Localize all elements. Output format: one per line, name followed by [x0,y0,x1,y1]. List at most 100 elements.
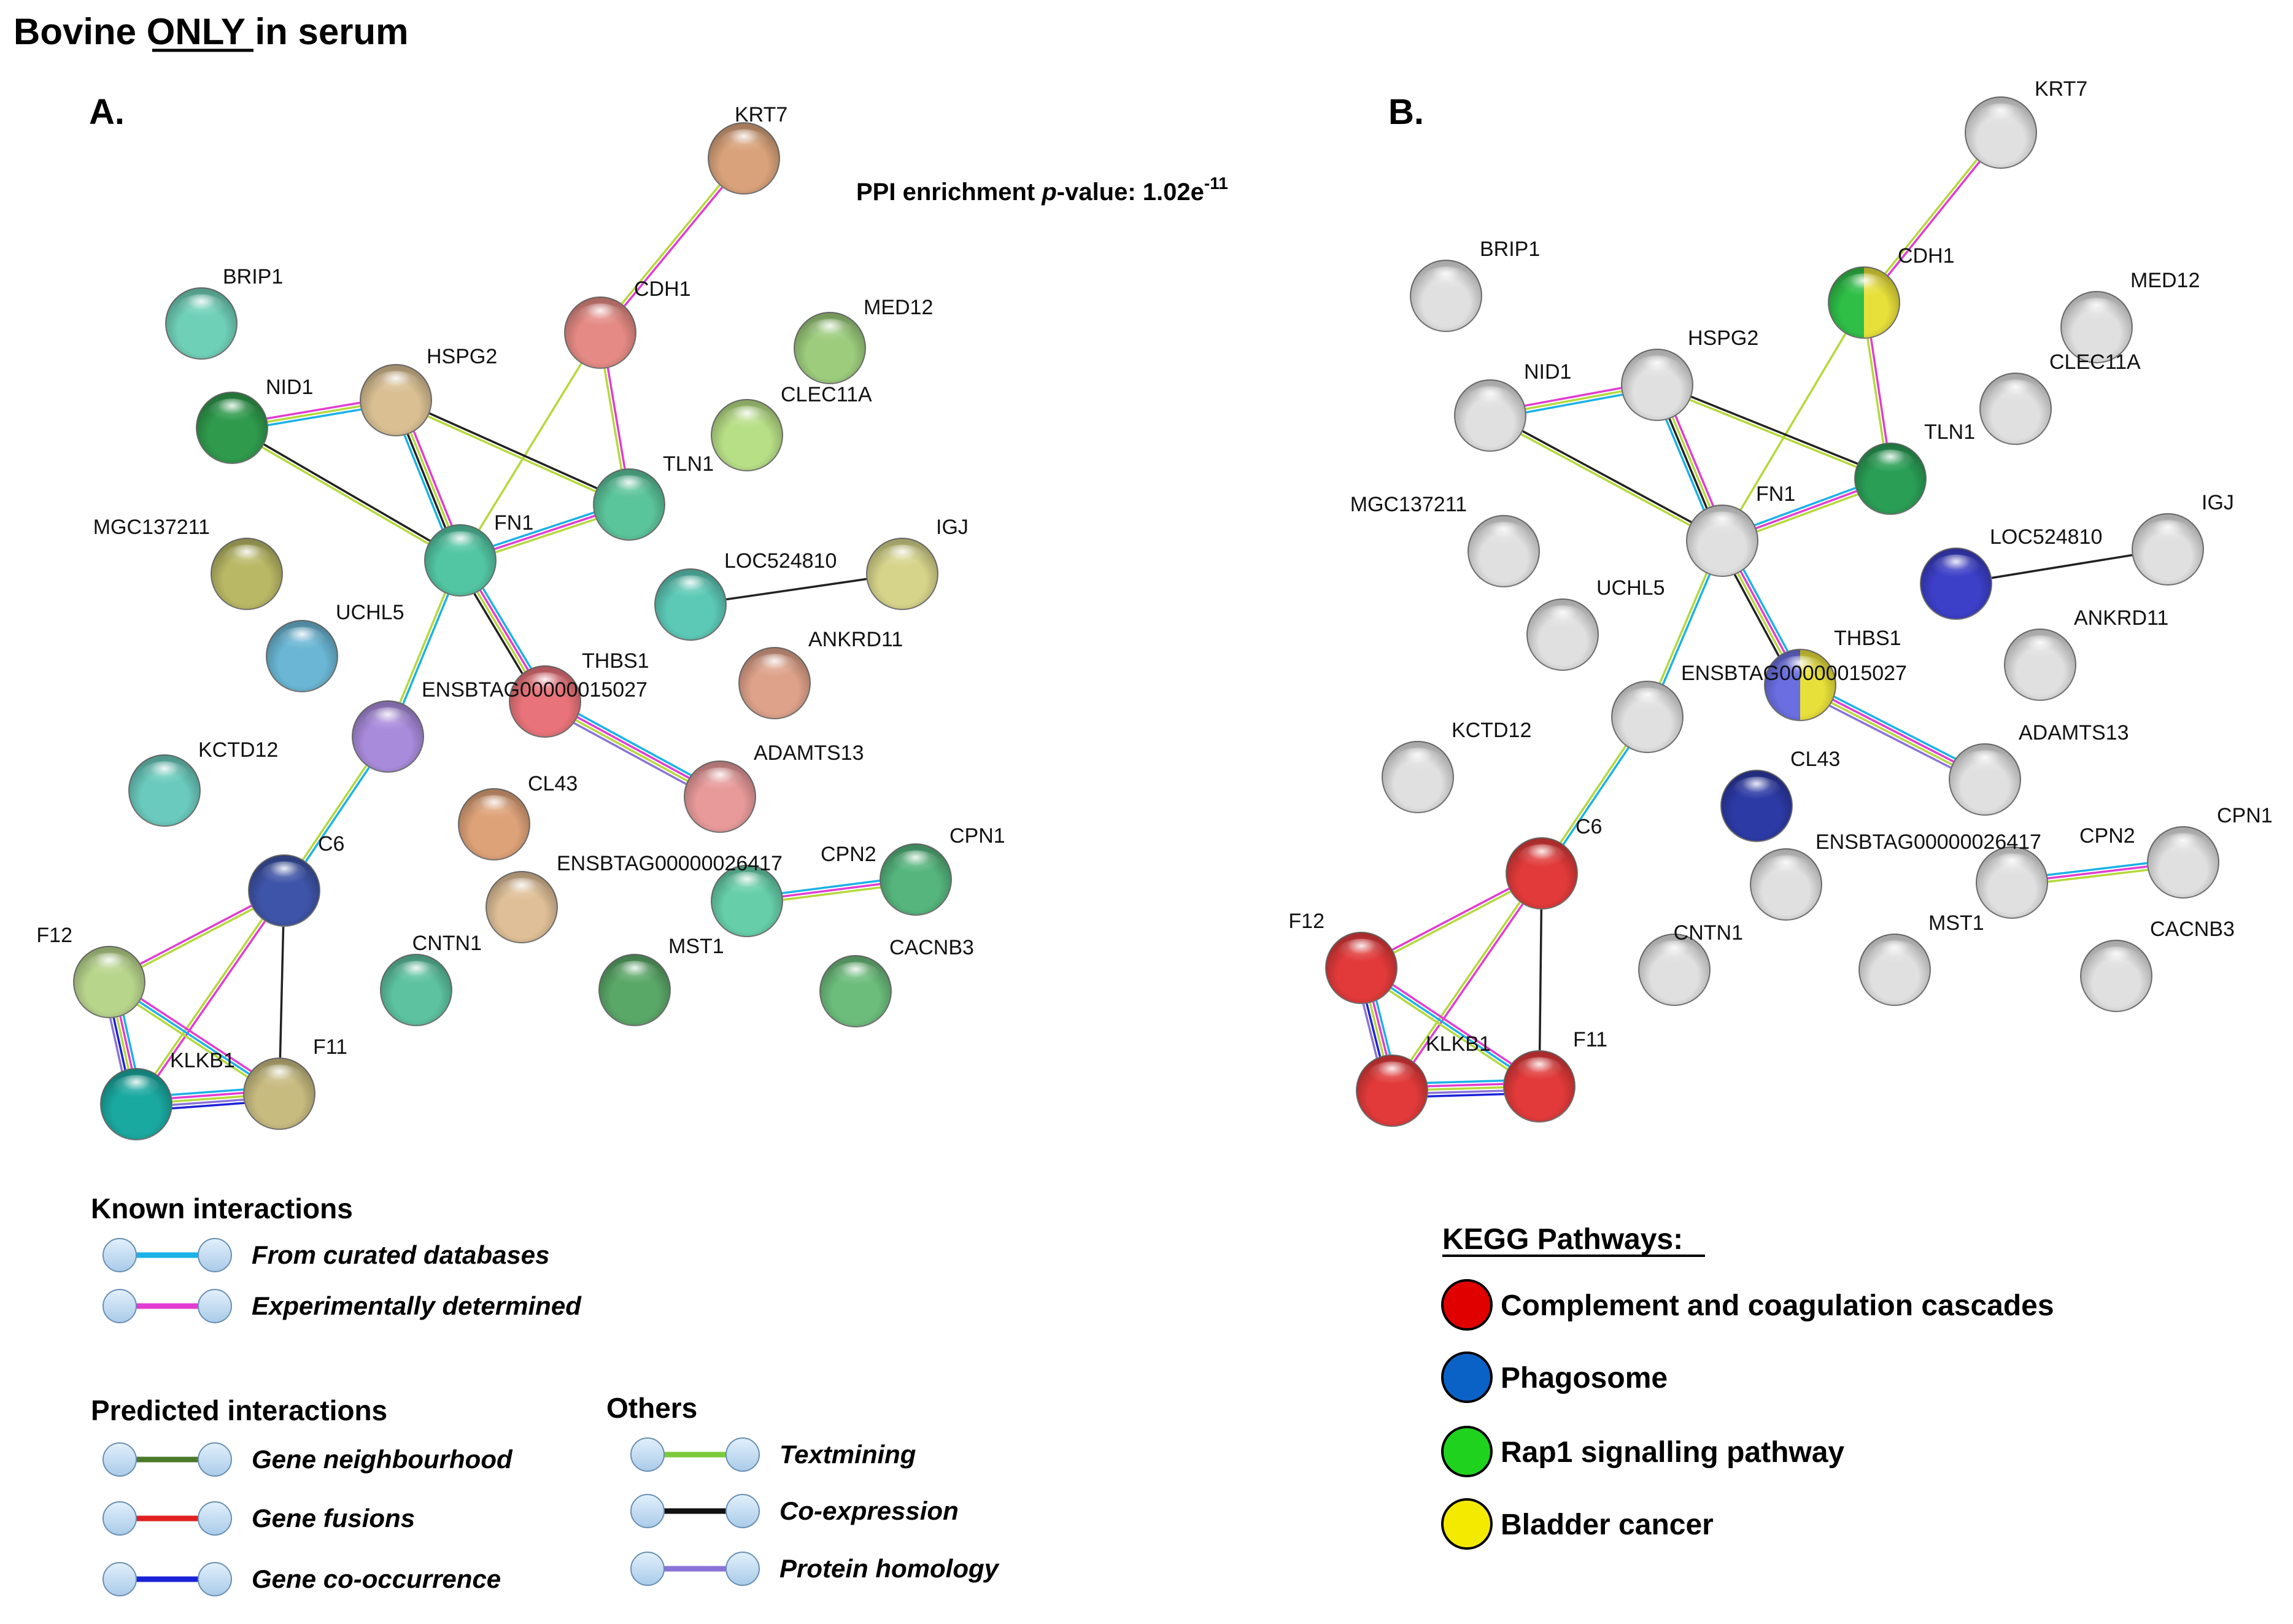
a-node-clec11a[interactable] [711,399,783,471]
a-node-thbs1[interactable] [509,665,581,738]
a-label-cpn2: CPN2 [821,843,876,866]
b-edge-cdh1-fn1-textmining [1721,302,1865,541]
b-node-kctd12[interactable] [1382,741,1454,813]
kegg-swatch [1441,1279,1493,1331]
b-node-f11[interactable] [1503,1050,1576,1123]
a-node-brip1[interactable] [165,287,238,360]
a-node-tln1[interactable] [593,468,665,541]
a-node-fn1[interactable] [424,524,497,597]
a-node-med12[interactable] [794,312,866,384]
b-node-fn1[interactable] [1686,505,1758,577]
b-label-cdh1: CDH1 [1898,244,1955,268]
b-node-loc524810[interactable] [1920,547,1992,620]
a-label-klkb1: KLKB1 [170,1049,235,1072]
a-node-hspg2[interactable] [360,364,432,436]
a-edge-hspg2-tln1-coexpression [396,397,630,505]
a-label-adamts13: ADAMTS13 [754,741,864,765]
a-node-loc524810[interactable] [654,568,727,641]
a-node-cdh1[interactable] [564,296,636,369]
a-label-cdh1: CDH1 [634,277,691,301]
b-edge-krt7-cdh1-textmining [1862,131,2001,303]
b-node-krt7[interactable] [1965,96,2037,169]
b-edges [1353,131,2184,1099]
b-label-cpn1: CPN1 [2217,804,2273,827]
b-node-klkb1[interactable] [1356,1054,1428,1127]
b-label-f12: F12 [1288,910,1324,933]
b-node-mgc137211[interactable] [1467,515,1540,587]
b-node-hspg2[interactable] [1621,349,1693,421]
b-label-fn1: FN1 [1756,482,1795,506]
a-edge-nid1-fn1-coexpression [232,425,462,560]
b-label-cacnb3: CACNB3 [2150,918,2235,941]
b-label-adamts13: ADAMTS13 [2019,721,2129,744]
b-node-igj[interactable] [2132,513,2204,586]
legend-item-gene-neighbourhood: Gene neighbourhood [102,1442,513,1477]
b-label-thbs1: THBS1 [1834,627,1901,650]
b-node-tln1[interactable] [1854,443,1927,515]
b-node-ensbtag00000026417[interactable] [1976,846,2048,919]
b-label-igj: IGJ [2202,491,2234,514]
a-label-uchl5: UCHL5 [336,601,404,624]
b-label-f11: F11 [1573,1028,1607,1051]
a-node-f11[interactable] [243,1058,315,1130]
kegg-swatch [1441,1498,1493,1550]
a-node-krt7[interactable] [708,122,780,195]
a-node-ensbtag00000015027[interactable] [352,700,424,773]
a-node-kctd12[interactable] [128,754,201,827]
b-node-uchl5[interactable] [1526,598,1599,671]
a-node-nid1[interactable] [196,392,268,464]
a-label-cl43: CL43 [528,772,578,795]
b-node-brip1[interactable] [1410,260,1482,332]
a-node-ensbtag00000026417[interactable] [711,865,783,937]
legend-item-gene-co-occurrence: Gene co-occurrence [102,1562,501,1596]
b-node-c6[interactable] [1506,837,1578,910]
kegg-item-label: Complement and coagulation cascades [1501,1290,2054,1322]
a-node-cntn1[interactable] [485,871,558,943]
a-label-brip1: BRIP1 [223,265,283,288]
figure-title: Bovine ONLY in serum [14,11,409,52]
b-node-nid1[interactable] [1454,379,1526,452]
a-node-adamts13[interactable] [684,760,756,833]
a-node-mgc137211[interactable] [211,538,283,610]
b-node-thbs1[interactable] [1764,649,1836,721]
ppi-exp: -11 [1204,174,1228,193]
a-node-igj[interactable] [866,538,938,610]
b-node-med12[interactable] [2060,291,2133,363]
b-label-cpn2: CPN2 [2079,824,2135,848]
legend-item-gene-fusions: Gene fusions [102,1501,415,1536]
network-panel-a: KRT7BRIP1CDH1MED12NID1HSPG2CLEC11ATLN1MG… [36,103,1005,1140]
a-label-loc524810: LOC524810 [724,549,837,573]
a-node-mst1[interactable] [598,954,671,1026]
b-node-cntn1[interactable] [1750,848,1822,921]
b-node-cdh1[interactable] [1828,266,1900,339]
a-node-cl43[interactable] [458,788,530,860]
a-node-f12[interactable] [73,946,145,1018]
b-node-mst1[interactable] [1858,934,1931,1006]
b-node-cl43[interactable] [1720,770,1793,842]
a-node-cacnb3[interactable] [819,955,892,1027]
kegg-item-label: Phagosome [1501,1362,1668,1394]
a-node-klkb1[interactable] [100,1068,172,1140]
b-node-ankrd11[interactable] [2004,628,2076,701]
a-edge-hspg2-tln1-textmining [395,400,629,508]
b-node-cacnb3[interactable] [2080,940,2152,1012]
b-node-f12[interactable] [1325,932,1398,1004]
a-node-uchl5[interactable] [266,620,338,692]
a-label-igj: IGJ [936,516,969,539]
b-node-adamts13[interactable] [1949,743,2021,816]
b-node-cpn1[interactable] [2147,826,2219,899]
a-node-cpn1[interactable] [880,843,952,916]
a-node-ankrd11[interactable] [738,647,811,719]
interaction-legend: Known interactions Predicted interaction… [91,1193,1000,1596]
b-label-ensbtag00000026417: ENSBTAG00000026417 [1815,830,2041,854]
a-node-cntn1b[interactable] [380,954,452,1026]
b-node-cntn1b[interactable] [1638,934,1711,1006]
b-edge-hspg2-tln1-coexpression [1657,382,1892,479]
b-node-ensbtag00000015027[interactable] [1611,681,1684,753]
legend-item-experimentally-determined: Experimentally determined [102,1289,582,1323]
a-node-c6[interactable] [248,854,320,927]
b-node-clec11a[interactable] [1979,373,2052,445]
panel-label-b: B. [1388,92,1424,132]
legend-item-protein-homology: Protein homology [630,1552,1000,1586]
